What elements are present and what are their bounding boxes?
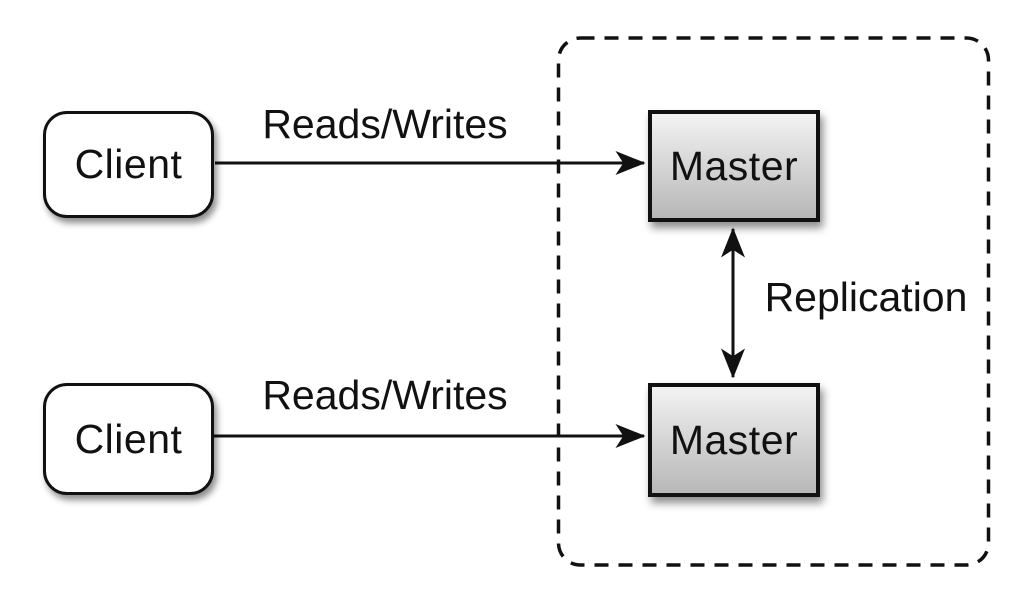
- master-node-bottom: Master: [648, 383, 820, 497]
- master-node-bottom-label: Master: [669, 416, 799, 463]
- client-node-bottom: Client: [43, 383, 214, 495]
- client-node-top-label: Client: [74, 141, 183, 187]
- master-node-top-label: Master: [669, 142, 799, 189]
- client-node-top: Client: [43, 111, 214, 218]
- reads-writes-label-top: Reads/Writes: [262, 101, 508, 147]
- master-node-top: Master: [648, 110, 820, 222]
- replication-label: Replication: [764, 274, 968, 320]
- reads-writes-label-bottom: Reads/Writes: [262, 372, 508, 418]
- client-node-bottom-label: Client: [74, 415, 183, 462]
